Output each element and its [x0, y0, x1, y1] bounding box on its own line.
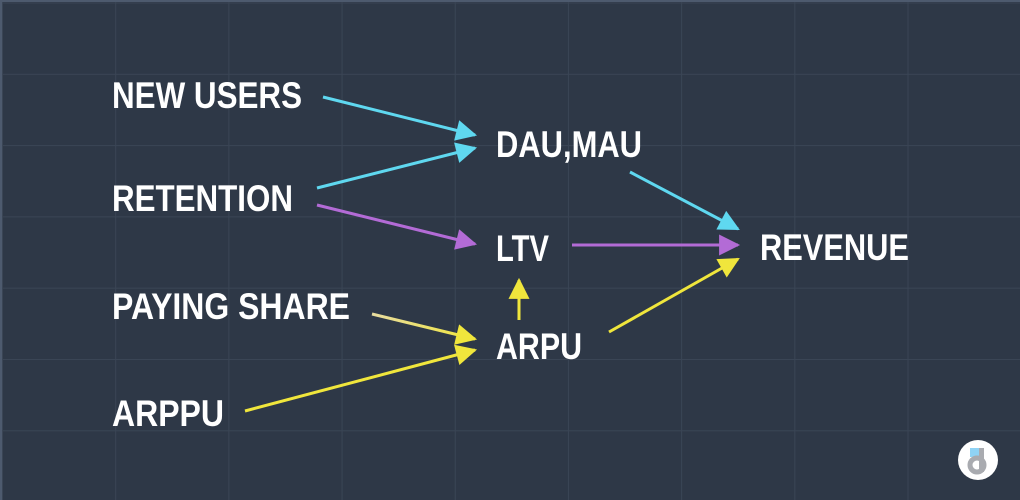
node-ltv: LTV — [496, 228, 549, 269]
edge-retention-dau — [316, 142, 478, 190]
edge-arppu-arpu — [244, 344, 478, 413]
edge-dau-revenue — [629, 170, 740, 231]
edge-paying-share-arpu — [371, 312, 478, 345]
node-arppu: ARPPU — [112, 393, 224, 434]
node-arpu: ARPU — [496, 326, 582, 367]
edge-retention-ltv — [316, 203, 478, 250]
node-dau-mau: DAU,MAU — [496, 124, 642, 165]
node-paying-share: PAYING SHARE — [112, 286, 350, 327]
edge-new-users-dau — [322, 95, 478, 141]
edge-arpu-revenue — [608, 257, 740, 334]
node-retention: RETENTION — [112, 178, 293, 219]
node-revenue: REVENUE — [760, 227, 909, 268]
node-new-users: NEW USERS — [112, 75, 302, 116]
devtodev-logo-icon — [958, 440, 998, 480]
